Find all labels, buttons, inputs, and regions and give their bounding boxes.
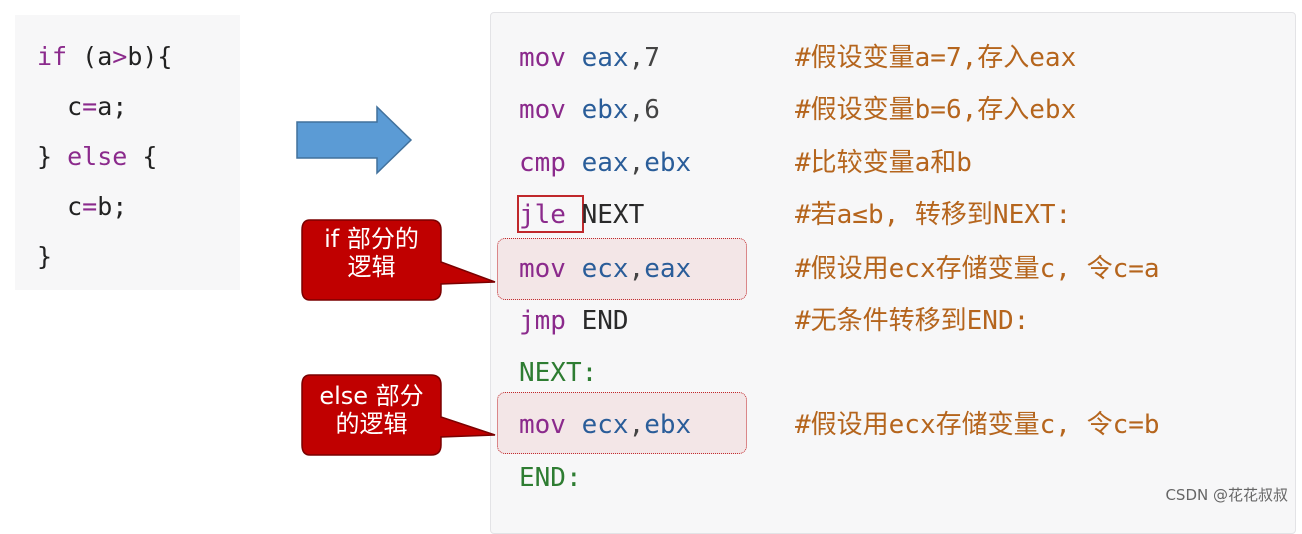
asm-line-4: jle NEXT [519, 200, 645, 230]
asm-line-6: jmp END [519, 306, 629, 336]
asm-comment-2: #假设变量b=6,存入ebx [795, 95, 1077, 125]
asm-label-next: NEXT: [519, 358, 598, 388]
else-callout-bubble [301, 374, 496, 456]
asm-comment-6: #无条件转移到END: [795, 306, 1030, 336]
asm-comment-1: #假设变量a=7,存入eax [795, 43, 1077, 73]
jle-highlight-box [517, 195, 584, 233]
asm-line-3: cmp eax,ebx [519, 148, 692, 178]
asm-line-2: mov ebx,6 [519, 95, 660, 125]
else-callout-text: else 部分 的逻辑 [319, 382, 424, 438]
asm-comment-8: #假设用ecx存储变量c, 令c=b [795, 410, 1160, 440]
asm-comment-3: #比较变量a和b [795, 148, 972, 178]
asm-comment-4: #若a≤b, 转移到NEXT: [795, 200, 1072, 230]
c-line-if: if (a>b){ [37, 42, 173, 71]
c-line-assign-a: c=a; [37, 92, 128, 121]
c-line-assign-b: c=b; [37, 192, 128, 221]
watermark: CSDN @花花叔叔 [1165, 486, 1288, 504]
asm-label-end: END: [519, 463, 582, 493]
if-callout-bubble [301, 219, 496, 301]
c-line-close: } [37, 242, 53, 271]
c-line-else: } else { [37, 142, 158, 171]
c-code-panel: if (a>b){ c=a; } else { c=b; } [15, 15, 240, 290]
else-logic-box [497, 392, 747, 454]
asm-line-1: mov eax,7 [519, 43, 660, 73]
right-arrow-icon [296, 105, 413, 175]
if-callout-text: if 部分的 逻辑 [324, 225, 419, 281]
asm-comment-5: #假设用ecx存储变量c, 令c=a [795, 254, 1160, 284]
if-logic-box [497, 238, 747, 300]
assembly-panel [490, 12, 1296, 534]
asm-line-8: mov ecx,ebx [519, 410, 692, 440]
asm-line-5: mov ecx,eax [519, 254, 692, 284]
